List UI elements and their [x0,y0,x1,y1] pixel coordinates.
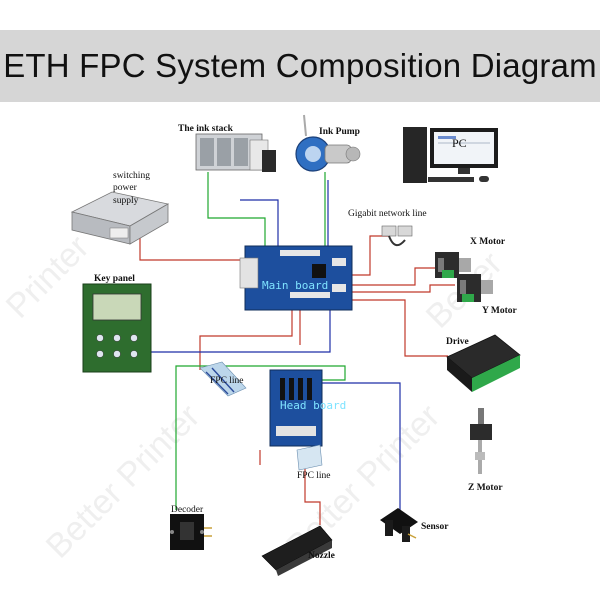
key-panel-image [82,283,152,373]
x-motor-label: X Motor [470,237,506,247]
pc-label: PC [452,136,467,150]
z-motor-label: Z Motor [468,483,503,493]
page-title: ETH FPC System Composition Diagram [3,47,597,84]
ink-stack-image [195,133,276,172]
decoder-label: Decoder [171,505,204,515]
fpc-line-2-label: FPC line [297,471,331,481]
main-board [239,245,353,311]
drive-image [446,334,521,392]
green-connections [175,172,346,510]
supply-label: supply [113,196,139,206]
pc-image [403,127,498,183]
key-panel-label: Key panel [94,274,135,284]
network-cable-image [381,225,413,247]
x-motor-image [435,252,471,278]
sensor-label: Sensor [421,522,449,532]
sensor-image [380,508,418,542]
nozzle-label: Nozzle [308,551,335,561]
ink-pump-label: Ink Pump [319,127,360,137]
head-board [269,369,323,447]
fpc-line-1-label: FPC line [210,376,244,386]
svg-text:Printer: Printer [0,228,96,326]
power-supply-image [70,191,170,245]
drive-label: Drive [446,337,469,347]
title-bar: ETH FPC System Composition Diagram [0,30,600,102]
power-label: power [113,183,138,193]
y-motor-image [457,274,493,302]
fpc-line-2-image [296,444,323,471]
z-motor-image [470,408,492,474]
y-motor-label: Y Motor [482,306,518,316]
main-board-label: Main board [262,279,328,292]
decoder-image [170,514,212,550]
fpc-line-1-image [199,361,247,397]
blue-connections [148,180,401,512]
ink-stack-label: The ink stack [178,124,234,134]
ink-pump-image [295,114,361,172]
nozzle-image [261,525,333,576]
gigabit-label: Gigabit network line [348,209,427,219]
head-board-label: Head board [280,399,346,412]
switching-label: switching [113,171,150,181]
